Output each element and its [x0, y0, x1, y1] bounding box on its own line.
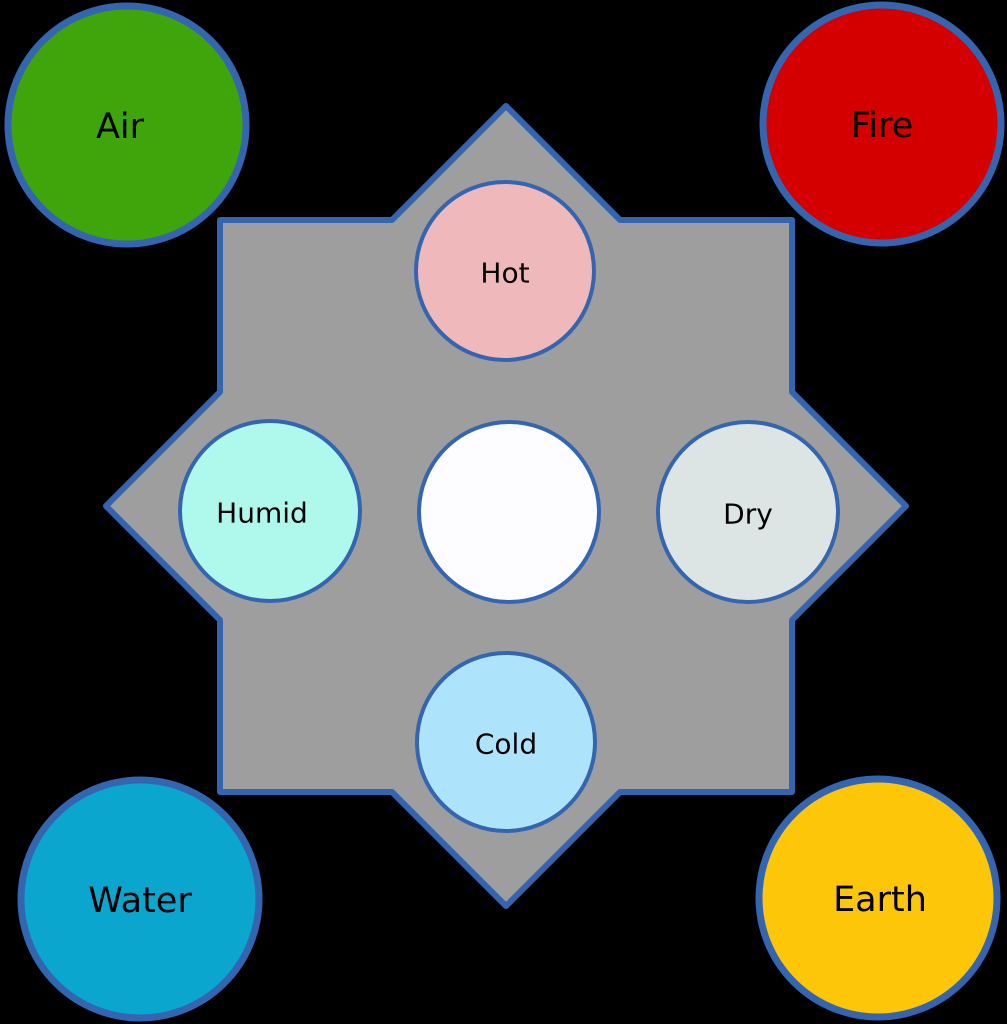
fire-circle	[759, 1, 1005, 247]
dry-label: Dry	[723, 498, 773, 531]
earth-circle	[755, 775, 1001, 1021]
humid-circle	[178, 419, 362, 603]
fire-label: Fire	[851, 106, 913, 146]
cold-label: Cold	[475, 728, 537, 761]
earth-label: Earth	[833, 880, 927, 920]
cold-circle	[415, 651, 597, 833]
hot-circle	[414, 180, 596, 362]
water-circle	[17, 776, 263, 1022]
center-blank-circle	[417, 420, 601, 604]
dry-circle	[656, 420, 840, 604]
water-label: Water	[88, 881, 192, 921]
humid-label: Humid	[216, 497, 308, 530]
air-circle	[4, 2, 250, 248]
hot-label: Hot	[480, 257, 529, 290]
air-label: Air	[96, 107, 145, 147]
